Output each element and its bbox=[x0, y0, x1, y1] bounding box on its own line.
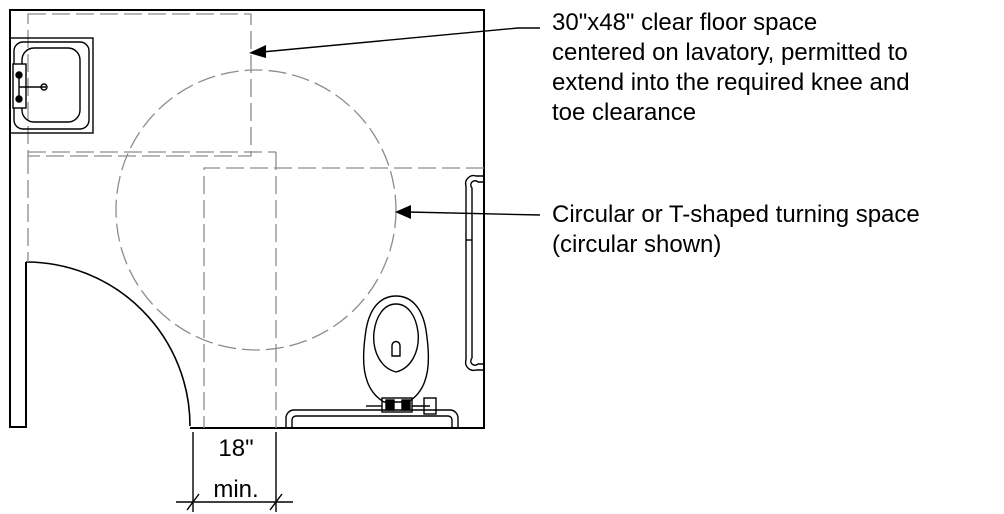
rear-grab-bar-icon bbox=[285, 409, 459, 428]
callout-line: Circular or T-shaped turning space bbox=[552, 201, 920, 228]
turning-space-circle bbox=[115, 69, 397, 351]
water-closet-icon bbox=[362, 295, 437, 415]
clear-floor-space-callout: 30"x48" clear floor space centered on la… bbox=[552, 8, 910, 128]
callout-line: 30"x48" clear floor space bbox=[552, 9, 818, 36]
clear-floor-space bbox=[27, 13, 484, 428]
turning-space-callout: Circular or T-shaped turning space (circ… bbox=[552, 200, 920, 260]
dimension-unit: min. bbox=[213, 476, 259, 503]
callout-line: centered on lavatory, permitted to bbox=[552, 39, 908, 66]
callout-line: extend into the required knee and bbox=[552, 69, 910, 96]
lavatory-icon bbox=[9, 37, 94, 134]
room-walls bbox=[9, 9, 485, 429]
side-grab-bar-icon bbox=[464, 174, 484, 372]
leader-turning-space bbox=[395, 205, 541, 219]
leader-clear-floor bbox=[249, 27, 540, 58]
dimension-18-min bbox=[176, 432, 293, 512]
callout-line: toe clearance bbox=[552, 99, 697, 126]
door-swing bbox=[25, 261, 191, 427]
dimension-value: 18" bbox=[218, 435, 254, 462]
callout-line: (circular shown) bbox=[552, 231, 722, 258]
